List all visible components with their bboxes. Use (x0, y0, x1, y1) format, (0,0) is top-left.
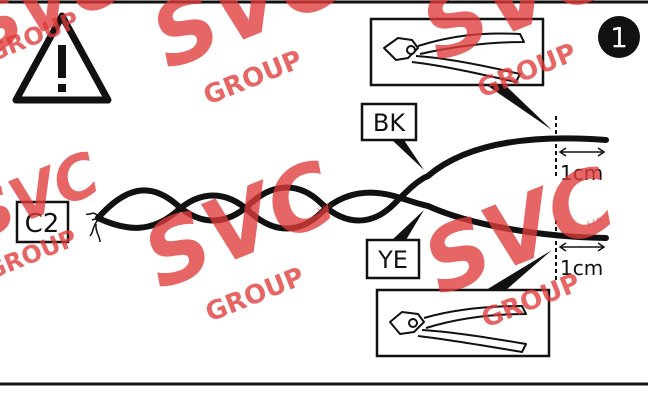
connector-label: C2 (25, 209, 60, 239)
cutter-callout-top (369, 17, 552, 130)
yellow-wire (425, 203, 609, 241)
measure-arrow-bottom (558, 242, 606, 252)
frayed-wire-end (85, 212, 101, 243)
cutter-callout-bottom (375, 250, 552, 358)
strip-length-bottom: 1cm (560, 256, 603, 280)
twisted-wire-pair (95, 173, 431, 232)
wire-cutter-pliers-icon (389, 305, 527, 353)
measure-arrow-top (558, 147, 606, 157)
yellow-wire-label: YE (365, 210, 424, 280)
black-wire-label: BK (360, 102, 424, 170)
wire-cutter-pliers-icon (383, 32, 525, 83)
step-number: 1 (610, 21, 628, 54)
step-number-badge: 1 (598, 16, 640, 58)
black-wire-code: BK (373, 109, 406, 137)
yellow-wire-code: YE (377, 246, 408, 274)
strip-length-top: 1cm (560, 161, 603, 185)
watermark-brand: SVC (0, 0, 133, 72)
connector-label-box: C2 (15, 200, 70, 244)
warning-triangle-icon (12, 12, 112, 104)
watermark-brand: SVC (129, 141, 349, 310)
black-wire (425, 135, 609, 179)
